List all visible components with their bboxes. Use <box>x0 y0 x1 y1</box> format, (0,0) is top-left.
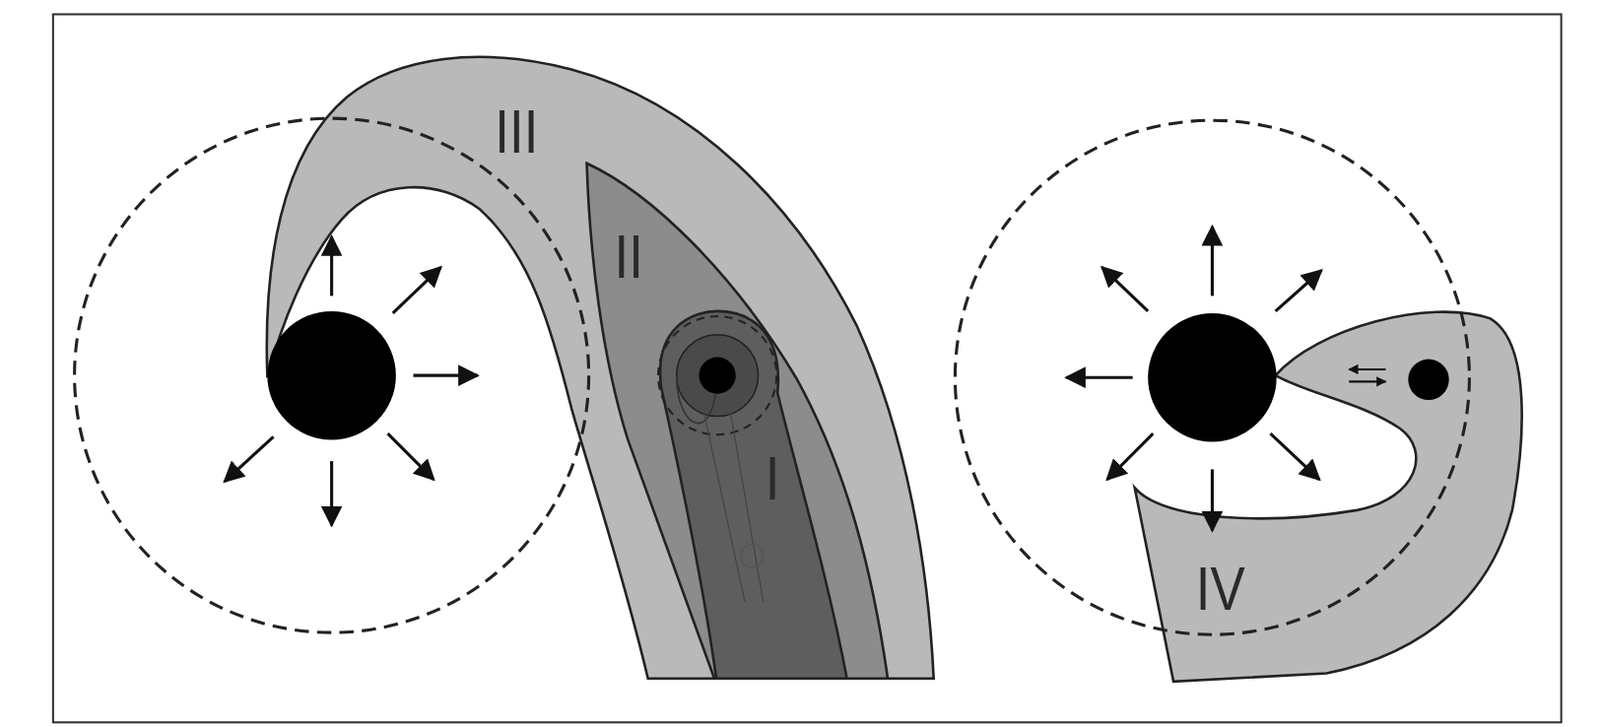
trail-line <box>731 412 764 602</box>
compact-object <box>698 356 735 394</box>
companion-star <box>1407 359 1449 400</box>
wind-arrow <box>388 433 435 480</box>
region-shape <box>266 57 934 679</box>
wind-arrow <box>330 461 334 526</box>
wind-arrow <box>1210 226 1214 296</box>
region-shape <box>660 311 848 679</box>
wind-arrow <box>330 236 334 296</box>
orbit-line <box>676 375 718 423</box>
companion-lobe <box>658 316 777 435</box>
region-label: II <box>613 226 643 288</box>
region-label: III <box>494 102 538 164</box>
exchange-arrow <box>1348 368 1386 371</box>
region-label: IV <box>1196 559 1246 621</box>
wind-region: III <box>581 158 893 682</box>
accretion-region <box>676 334 759 417</box>
trail-line <box>704 412 745 602</box>
wind-arrow <box>224 436 274 482</box>
region-outline <box>653 311 853 682</box>
wind-arrow <box>1269 433 1320 480</box>
roche-lobe <box>74 118 590 633</box>
wind-arrows <box>1066 226 1322 532</box>
region-label: I <box>765 449 781 511</box>
wind-arrow <box>1275 269 1323 311</box>
wind-arrow <box>1066 376 1133 380</box>
wind-arrow <box>1102 266 1149 312</box>
wind-arrow <box>1107 433 1154 480</box>
exchange-arrow <box>1348 380 1386 383</box>
wind-arrows <box>224 236 478 526</box>
wind-arrow <box>393 266 442 314</box>
wind-region: IIIIII <box>260 46 939 682</box>
exchange-arrows <box>1348 369 1386 382</box>
trail-circle <box>740 544 764 568</box>
wind-region: IV <box>1127 295 1531 686</box>
star <box>1147 313 1276 442</box>
region-outline <box>1127 295 1531 686</box>
wind-arrow <box>1210 468 1214 531</box>
wind-region: I <box>653 311 853 682</box>
region-shape <box>1134 312 1523 682</box>
frame <box>53 13 1562 723</box>
wind-arrow <box>412 374 477 378</box>
region-shape <box>587 163 889 679</box>
star <box>266 311 396 440</box>
roche-lobe <box>954 120 1469 635</box>
